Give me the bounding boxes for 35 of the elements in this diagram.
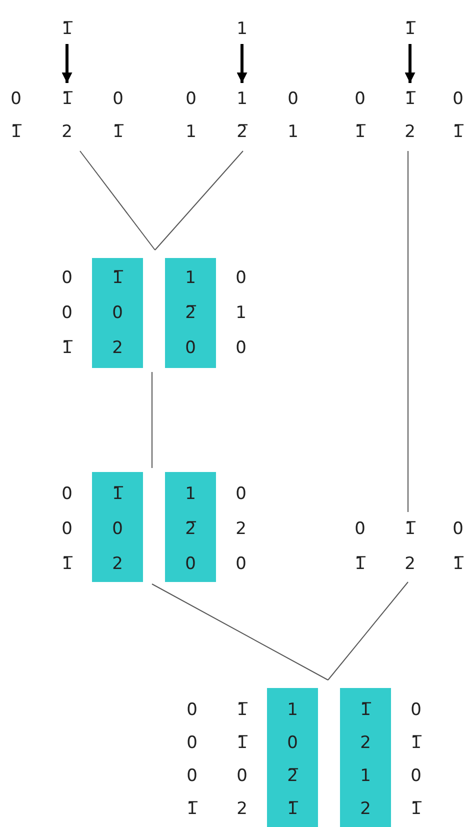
digit-column: 0 1 [184, 83, 198, 149]
highlighted-column: 1̅ 2 1 2 [340, 688, 391, 827]
connector-line [152, 584, 328, 680]
digit-column: 0 0 0 1̅ [185, 694, 199, 826]
highlighted-column: 1̅ 0 2 [92, 472, 143, 582]
digit-column: 0 1̅ [451, 512, 465, 582]
digit-column: 0 0 1̅ [60, 477, 74, 582]
highlighted-column: 1̅ 0 2 [92, 258, 143, 368]
digit-column: 0 1̅ 0 1̅ [409, 694, 423, 826]
digit-column: 0 0 1̅ [60, 261, 74, 366]
connector-line [80, 150, 156, 250]
digit-column: 1̅ 2 [60, 83, 74, 149]
digit-column: 0 1̅ [353, 512, 367, 582]
highlighted-column: 1 2̅ 0 [165, 258, 216, 368]
digit-column: 1̅ 1̅ 0 2 [235, 694, 249, 826]
highlighted-column: 1 0 2̅ 1̅ [267, 688, 318, 827]
digit-column: 1 2̅ [235, 83, 249, 149]
digit-label: 1̅ [400, 14, 420, 44]
digit-column: 0 1 0 [234, 261, 248, 366]
connector-line [154, 150, 244, 250]
arrow [62, 44, 72, 83]
arrow [404, 44, 416, 83]
digit-column: 0 1̅ [451, 83, 465, 149]
digit-column: 1̅ 2 [403, 512, 417, 582]
digit-column: 0 1̅ [111, 83, 125, 149]
digit-column: 0 1 [286, 83, 300, 149]
highlighted-column: 1 2̅ 0 [165, 472, 216, 582]
digit-label: 1 [232, 14, 252, 44]
arrow [236, 44, 248, 83]
digit-label: 1̅ [57, 14, 77, 44]
digit-column: 0 1̅ [9, 83, 23, 149]
connector-line [328, 582, 408, 680]
digit-column: 1̅ 2 [403, 83, 417, 149]
digit-column: 0 1̅ [353, 83, 367, 149]
digit-column: 0 2 0 [234, 477, 248, 582]
